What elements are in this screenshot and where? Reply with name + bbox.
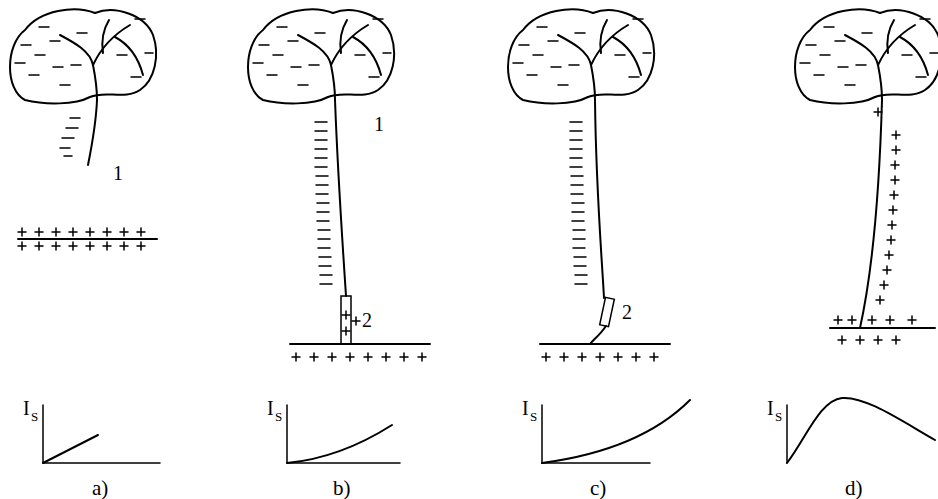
callout-number: 1: [113, 163, 123, 183]
axis-label: I: [267, 398, 274, 418]
axis-label: I: [767, 398, 774, 418]
axis-label: I: [522, 398, 529, 418]
panel-caption: a): [92, 478, 108, 499]
panel-caption: c): [590, 478, 606, 499]
axis-subscript: S: [530, 410, 537, 423]
callout-number: 1: [374, 114, 384, 134]
panel-caption: b): [333, 478, 351, 499]
axis-subscript: S: [31, 410, 38, 423]
axis-subscript: S: [275, 410, 282, 423]
callout-number: 2: [362, 310, 372, 330]
panel-caption: d): [845, 478, 863, 499]
axis-subscript: S: [775, 410, 782, 423]
callout-number: 2: [622, 302, 632, 322]
axis-label: I: [23, 398, 30, 418]
